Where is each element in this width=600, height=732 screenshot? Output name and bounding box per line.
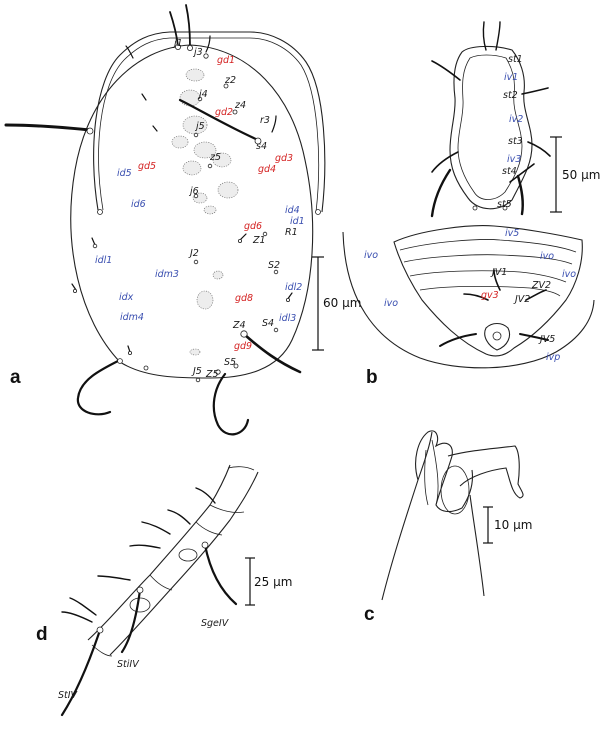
panel-d-leg-iv: SgeIV StiIV StIV 25 µm d xyxy=(36,464,292,717)
label-id6: id6 xyxy=(131,199,146,210)
panel-letter-c: c xyxy=(364,604,375,625)
scale-bar-c: 10 µm xyxy=(483,506,532,544)
label-r3: r3 xyxy=(260,115,270,126)
label-gd2: gd2 xyxy=(215,107,233,118)
label-st5: st5 xyxy=(497,199,512,210)
label-JV1: JV1 xyxy=(490,267,507,278)
label-gd1: gd1 xyxy=(217,55,235,66)
panel-a-setae xyxy=(4,4,302,436)
label-j3: j3 xyxy=(192,47,203,58)
label-z2: z2 xyxy=(224,75,236,86)
scale-bar-d: 25 µm xyxy=(245,557,292,606)
label-ivo-2: ivo xyxy=(540,251,554,262)
label-ivo-4: ivo xyxy=(384,298,398,309)
label-z5: z5 xyxy=(209,152,221,163)
label-s4: s4 xyxy=(256,141,267,152)
label-gd5: gd5 xyxy=(138,161,156,172)
label-Z4: Z4 xyxy=(232,320,246,331)
label-idx: idx xyxy=(119,292,134,303)
panel-b-ventral-view: st1 st2 st3 st4 st5 JV1 ZV2 JV2 JV5 gv3 … xyxy=(342,21,600,388)
label-ivo-3: ivo xyxy=(562,269,576,280)
label-j5: j5 xyxy=(194,121,205,132)
shield-reticulation xyxy=(171,68,239,356)
label-st2: st2 xyxy=(503,90,518,101)
label-st1: st1 xyxy=(508,54,523,65)
label-iv1: iv1 xyxy=(504,72,518,83)
scale-label-a: 60 µm xyxy=(323,296,361,310)
label-z4: z4 xyxy=(234,100,246,111)
label-gd6: gd6 xyxy=(244,221,262,232)
label-gd4: gd4 xyxy=(258,164,276,175)
label-j6: j6 xyxy=(188,186,199,197)
label-gd8: gd8 xyxy=(235,293,253,304)
label-st4: st4 xyxy=(502,166,517,177)
panel-c-chelicera: 10 µm c xyxy=(364,430,532,625)
label-id5: id5 xyxy=(117,168,132,179)
label-idl3: idl3 xyxy=(279,313,296,324)
label-ivo-1: ivo xyxy=(364,250,378,261)
label-j1: j1 xyxy=(172,38,183,49)
panel-letter-d: d xyxy=(36,624,48,645)
label-StiIV: StiIV xyxy=(117,659,140,670)
label-idl1: idl1 xyxy=(95,255,112,266)
label-Z5: Z5 xyxy=(205,369,219,380)
label-st3: st3 xyxy=(508,136,523,147)
scale-bar-a: 60 µm xyxy=(312,256,361,351)
label-JV2: JV2 xyxy=(513,294,530,305)
label-iv3: iv3 xyxy=(507,154,521,165)
label-SgeIV: SgeIV xyxy=(201,618,230,629)
label-JV5: JV5 xyxy=(538,334,555,345)
panel-letter-a: a xyxy=(10,367,21,388)
label-Z1: Z1 xyxy=(252,235,266,246)
label-idm4: idm4 xyxy=(120,312,144,323)
panel-a-dorsal-shield: j1 j3 z2 j4 z4 r3 j5 s4 z5 j6 R1 Z1 J2 S… xyxy=(4,4,361,436)
label-ZV2: ZV2 xyxy=(531,280,551,291)
label-idm3: idm3 xyxy=(155,269,179,280)
label-gv3: gv3 xyxy=(481,290,499,301)
scale-bar-b: 50 µm xyxy=(550,136,600,213)
label-S2: S2 xyxy=(268,260,280,271)
label-id4: id4 xyxy=(285,205,300,216)
panel-letter-b: b xyxy=(366,367,378,388)
scale-label-b: 50 µm xyxy=(562,168,600,182)
label-gd9: gd9 xyxy=(234,341,252,352)
label-j4: j4 xyxy=(197,89,208,100)
label-idl2: idl2 xyxy=(285,282,302,293)
scale-label-c: 10 µm xyxy=(494,518,532,532)
scale-label-d: 25 µm xyxy=(254,575,292,589)
label-J2: J2 xyxy=(188,248,199,259)
label-iv2: iv2 xyxy=(509,114,523,125)
label-ivp: ivp xyxy=(546,352,560,363)
label-J5: J5 xyxy=(191,366,202,377)
label-iv5: iv5 xyxy=(505,228,519,239)
label-S4: S4 xyxy=(262,318,274,329)
label-StIV: StIV xyxy=(58,690,79,701)
panel-a-sockets xyxy=(73,44,290,383)
label-id1: id1 xyxy=(290,216,305,227)
label-S5: S5 xyxy=(224,357,236,368)
label-gd3: gd3 xyxy=(275,153,293,164)
label-R1: R1 xyxy=(285,227,298,238)
